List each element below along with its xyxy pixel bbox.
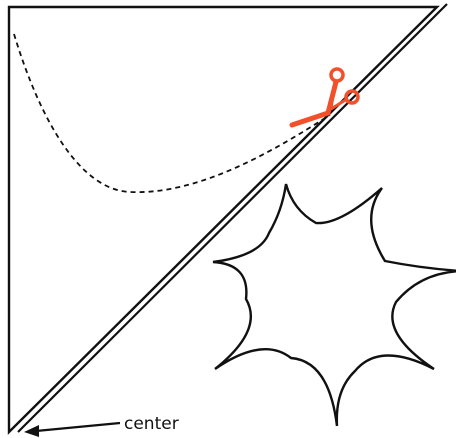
center-arrow	[24, 421, 121, 437]
scissors-blade-lower	[289, 110, 331, 128]
scissors-handle-top	[329, 67, 345, 83]
arrow-head	[24, 425, 39, 437]
center-label: center	[124, 414, 179, 434]
fold-triangle	[7, 5, 440, 435]
scissors-pivot	[325, 110, 331, 116]
scissors-shank-top	[329, 80, 337, 110]
arrow-icon	[35, 421, 121, 433]
eight-pointed-star	[212, 183, 456, 427]
fold-edge-line	[17, 3, 448, 433]
scissors-shank-right	[330, 97, 348, 111]
scissors-handle-right	[344, 89, 360, 105]
scissors-icon	[289, 67, 360, 128]
